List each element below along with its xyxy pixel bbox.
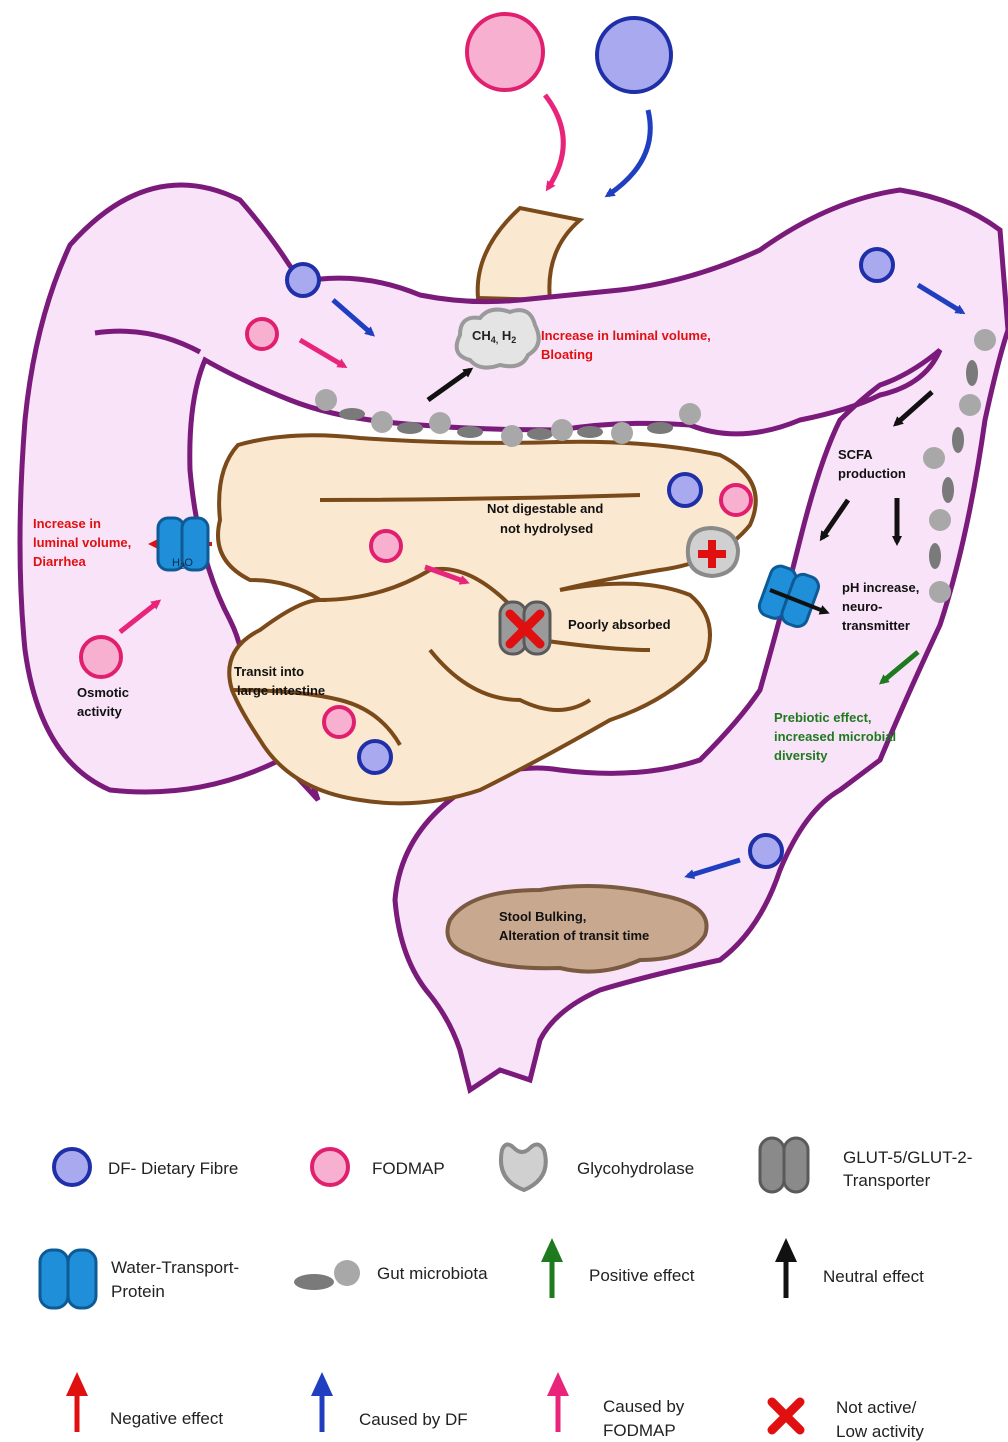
df-curved-arrow (608, 110, 650, 195)
fodmap-particle (721, 485, 751, 515)
fodmap-particle (81, 637, 121, 677)
legend-positive-icon (541, 1238, 563, 1298)
legend-glycohydrolase-icon (501, 1144, 546, 1190)
fodmap-curved-arrow (545, 95, 563, 188)
legend-fodmap-label: FODMAP (372, 1159, 445, 1178)
legend-df-label: DF- Dietary Fibre (108, 1159, 238, 1178)
df-particle (287, 264, 319, 296)
legend-negative-label: Negative effect (110, 1409, 223, 1428)
legend-microbiota-label: Gut microbiota (377, 1264, 488, 1283)
fodmap-incoming (467, 14, 543, 90)
fodmap-particle (324, 707, 354, 737)
df-particle (750, 835, 782, 867)
legend-caused-fodmap-label: Caused by FODMAP (603, 1397, 689, 1440)
legend-not-active-label: Not active/ Low activity (836, 1398, 924, 1441)
poorly-absorbed-label: Poorly absorbed (568, 617, 671, 632)
glycohydrolase-inactive (688, 528, 738, 576)
df-incoming (597, 18, 671, 92)
legend-glycohydrolase-label: Glycohydrolase (577, 1159, 694, 1178)
legend-caused-df-icon (311, 1372, 333, 1432)
legend-glut-label: GLUT-5/GLUT-2- Transporter (843, 1148, 977, 1190)
df-particle (359, 741, 391, 773)
legend-positive-label: Positive effect (589, 1266, 695, 1285)
df-particle (669, 474, 701, 506)
legend-glut-icon (760, 1138, 808, 1192)
legend-neutral-icon (775, 1238, 797, 1298)
legend-water-transport-label: Water-Transport- Protein (111, 1258, 244, 1301)
legend-microbiota-icon (294, 1260, 360, 1290)
df-particle (861, 249, 893, 281)
legend-not-active-icon (772, 1402, 800, 1430)
legend-water-transport-icon (40, 1250, 96, 1308)
legend-fodmap-icon (312, 1149, 348, 1185)
legend-neutral-label: Neutral effect (823, 1267, 924, 1286)
legend-negative-icon (66, 1372, 88, 1432)
fodmap-particle (371, 531, 401, 561)
fodmap-particle (247, 319, 277, 349)
legend-caused-df-label: Caused by DF (359, 1410, 468, 1429)
stomach-stub (478, 208, 580, 300)
glut-transporter-inactive (500, 602, 550, 654)
legend-df-icon (54, 1149, 90, 1185)
legend-caused-fodmap-icon (547, 1372, 569, 1432)
